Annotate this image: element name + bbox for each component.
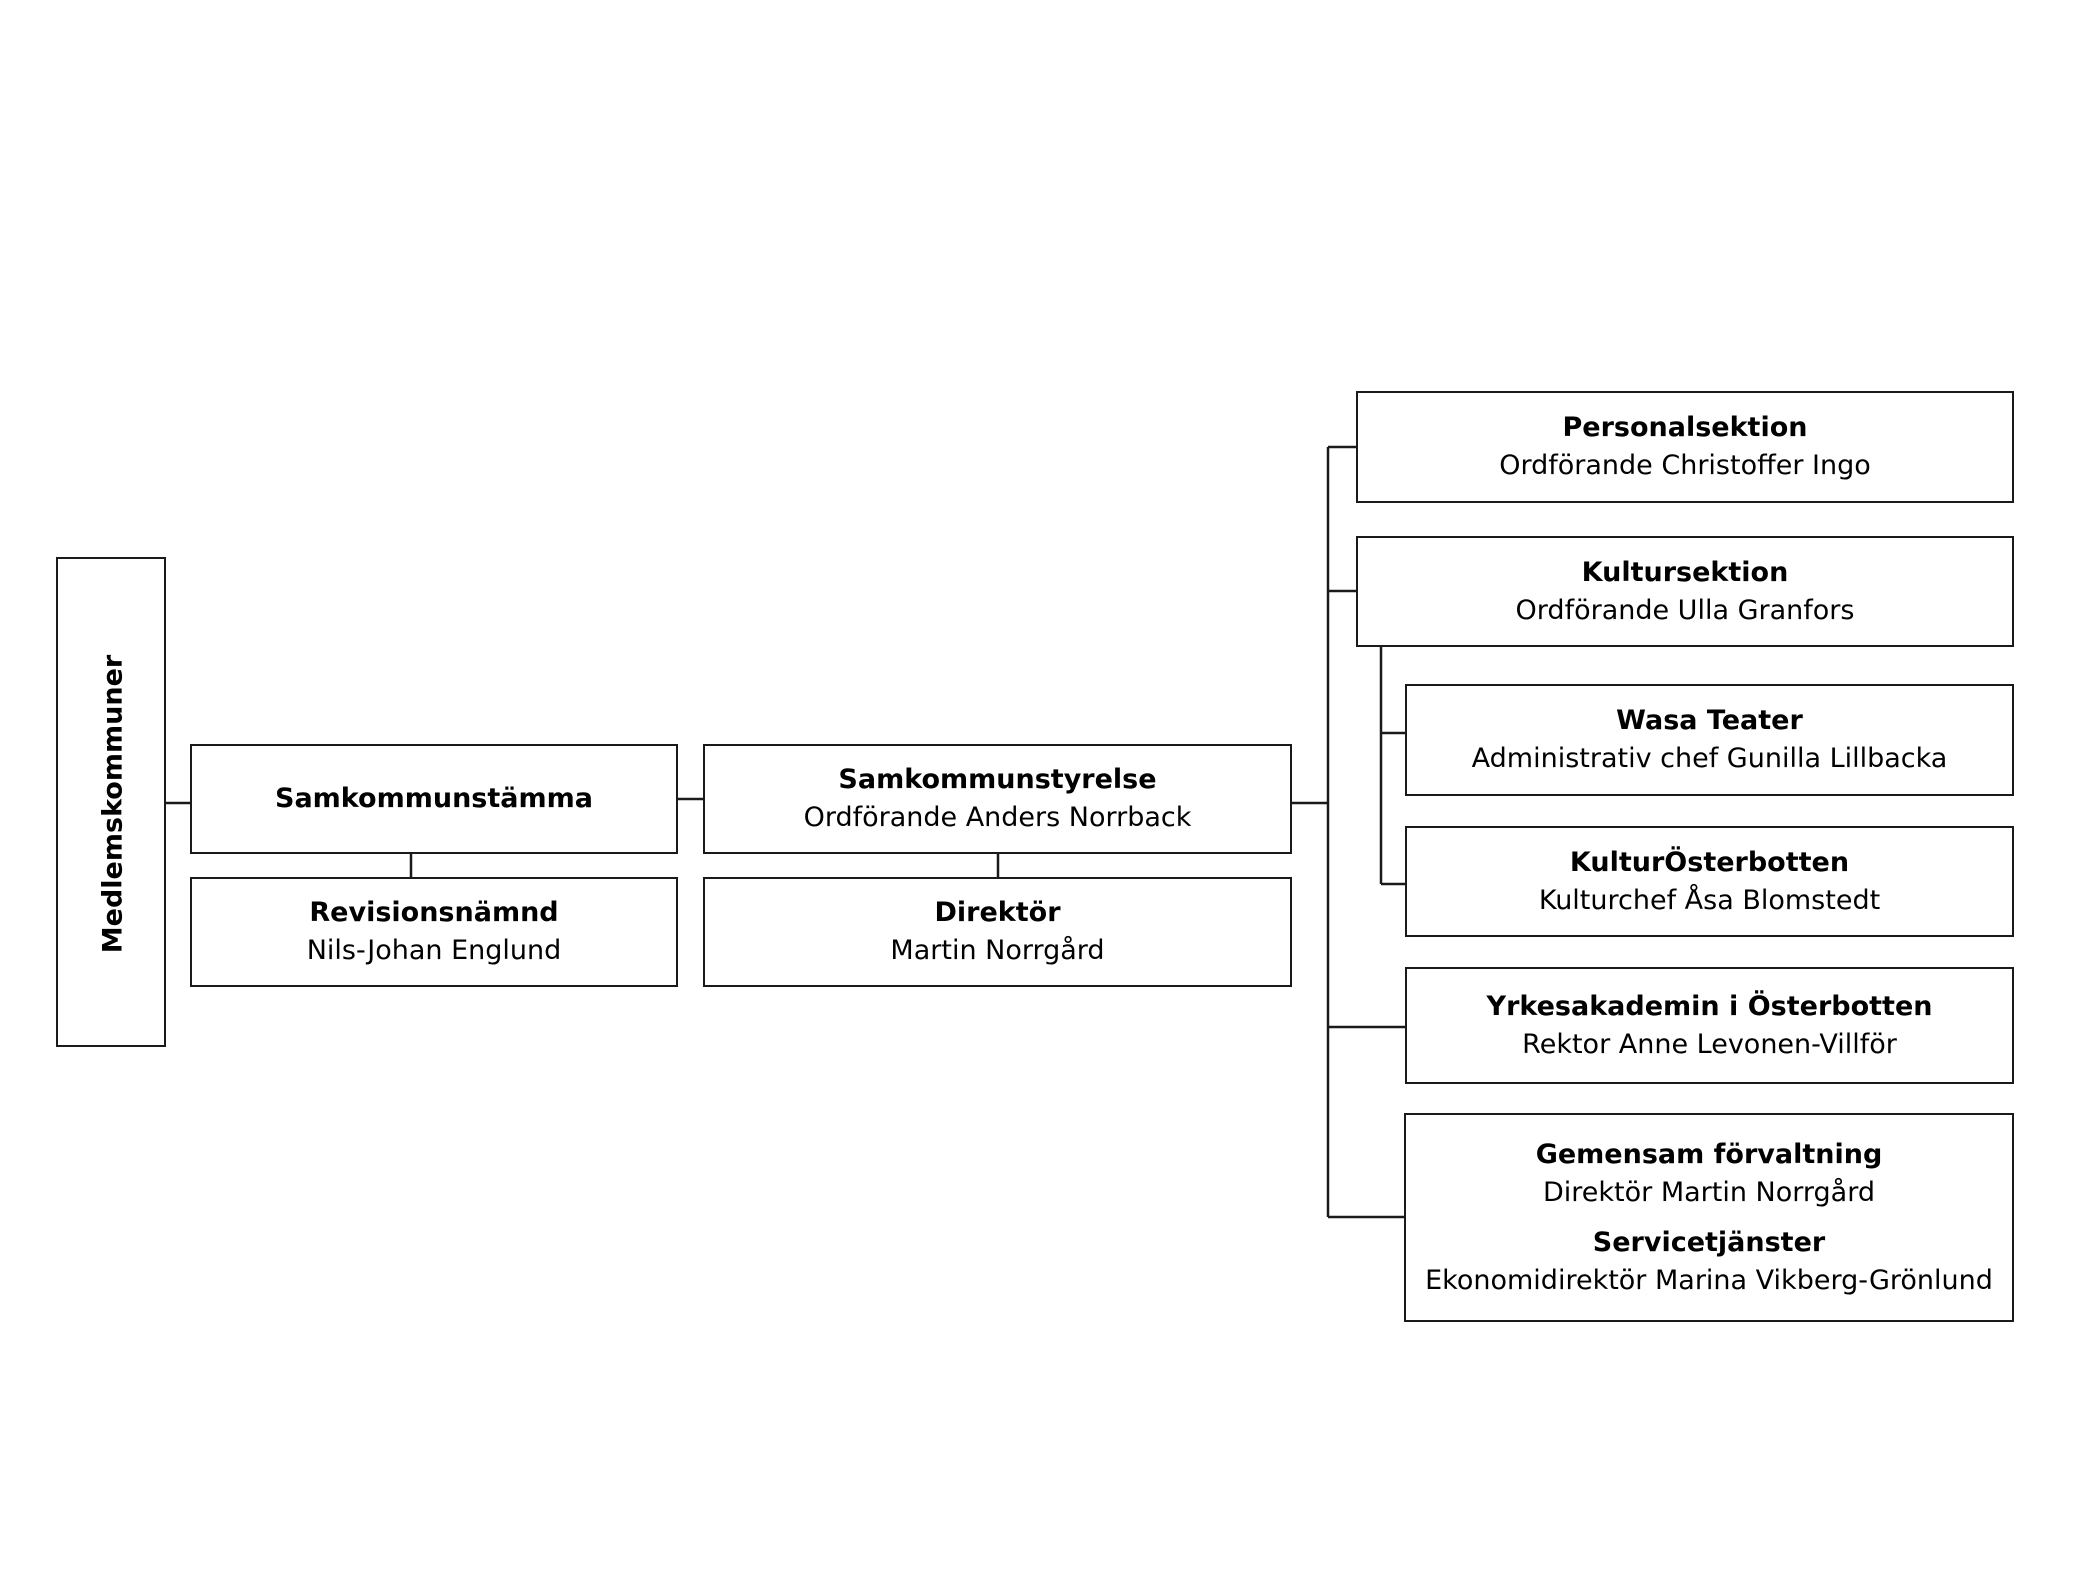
wasa-teater-person: Administrativ chef Gunilla Lillbacka	[1471, 743, 1948, 774]
wasa-teater-box: Wasa Teater Administrativ chef Gunilla L…	[1405, 684, 2014, 796]
member-municipalities-box: Medlemskommuner	[56, 557, 166, 1047]
assembly-box: Samkommunstämma	[190, 744, 678, 854]
shared-administration-title: Gemensam förvaltning	[1535, 1138, 1883, 1170]
yrkesakademin-person: Rektor Anne Levonen-Villför	[1522, 1028, 1897, 1060]
shared-administration-box: Gemensam förvaltning Direktör Martin Nor…	[1404, 1113, 2014, 1322]
culture-section-title: Kultursektion	[1581, 556, 1789, 588]
member-municipalities-label: Medlemskommuner	[97, 654, 129, 954]
board-box: Samkommunstyrelse Ordförande Anders Norr…	[703, 744, 1292, 854]
personnel-section-person: Ordförande Christoffer Ingo	[1499, 450, 1871, 481]
board-title: Samkommunstyrelse	[838, 764, 1157, 795]
yrkesakademin-title: Yrkesakademin i Österbotten	[1486, 990, 1933, 1022]
board-person: Ordförande Anders Norrback	[803, 802, 1192, 833]
audit-committee-title: Revisionsnämnd	[309, 897, 559, 928]
audit-committee-person: Nils-Johan Englund	[306, 935, 562, 966]
shared-administration-person: Direktör Martin Norrgård	[1543, 1176, 1875, 1208]
wasa-teater-title: Wasa Teater	[1616, 705, 1803, 736]
kultur-osterbotten-box: KulturÖsterbotten Kulturchef Åsa Blomste…	[1405, 826, 2014, 937]
director-person: Martin Norrgård	[890, 935, 1105, 966]
culture-section-person: Ordförande Ulla Granfors	[1515, 594, 1855, 626]
kultur-osterbotten-person: Kulturchef Åsa Blomstedt	[1538, 884, 1881, 916]
personnel-section-box: Personalsektion Ordförande Christoffer I…	[1356, 391, 2014, 503]
assembly-title: Samkommunstämma	[275, 783, 593, 814]
director-title: Direktör	[934, 897, 1061, 928]
service-functions-person: Ekonomidirektör Marina Vikberg-Grönlund	[1425, 1264, 1993, 1296]
kultur-osterbotten-title: KulturÖsterbotten	[1569, 846, 1850, 878]
audit-committee-box: Revisionsnämnd Nils-Johan Englund	[190, 877, 678, 987]
service-functions-title: Servicetjänster	[1592, 1226, 1826, 1258]
yrkesakademin-box: Yrkesakademin i Österbotten Rektor Anne …	[1405, 967, 2014, 1084]
culture-section-box: Kultursektion Ordförande Ulla Granfors	[1356, 536, 2014, 647]
personnel-section-title: Personalsektion	[1562, 412, 1808, 443]
director-box: Direktör Martin Norrgård	[703, 877, 1292, 987]
